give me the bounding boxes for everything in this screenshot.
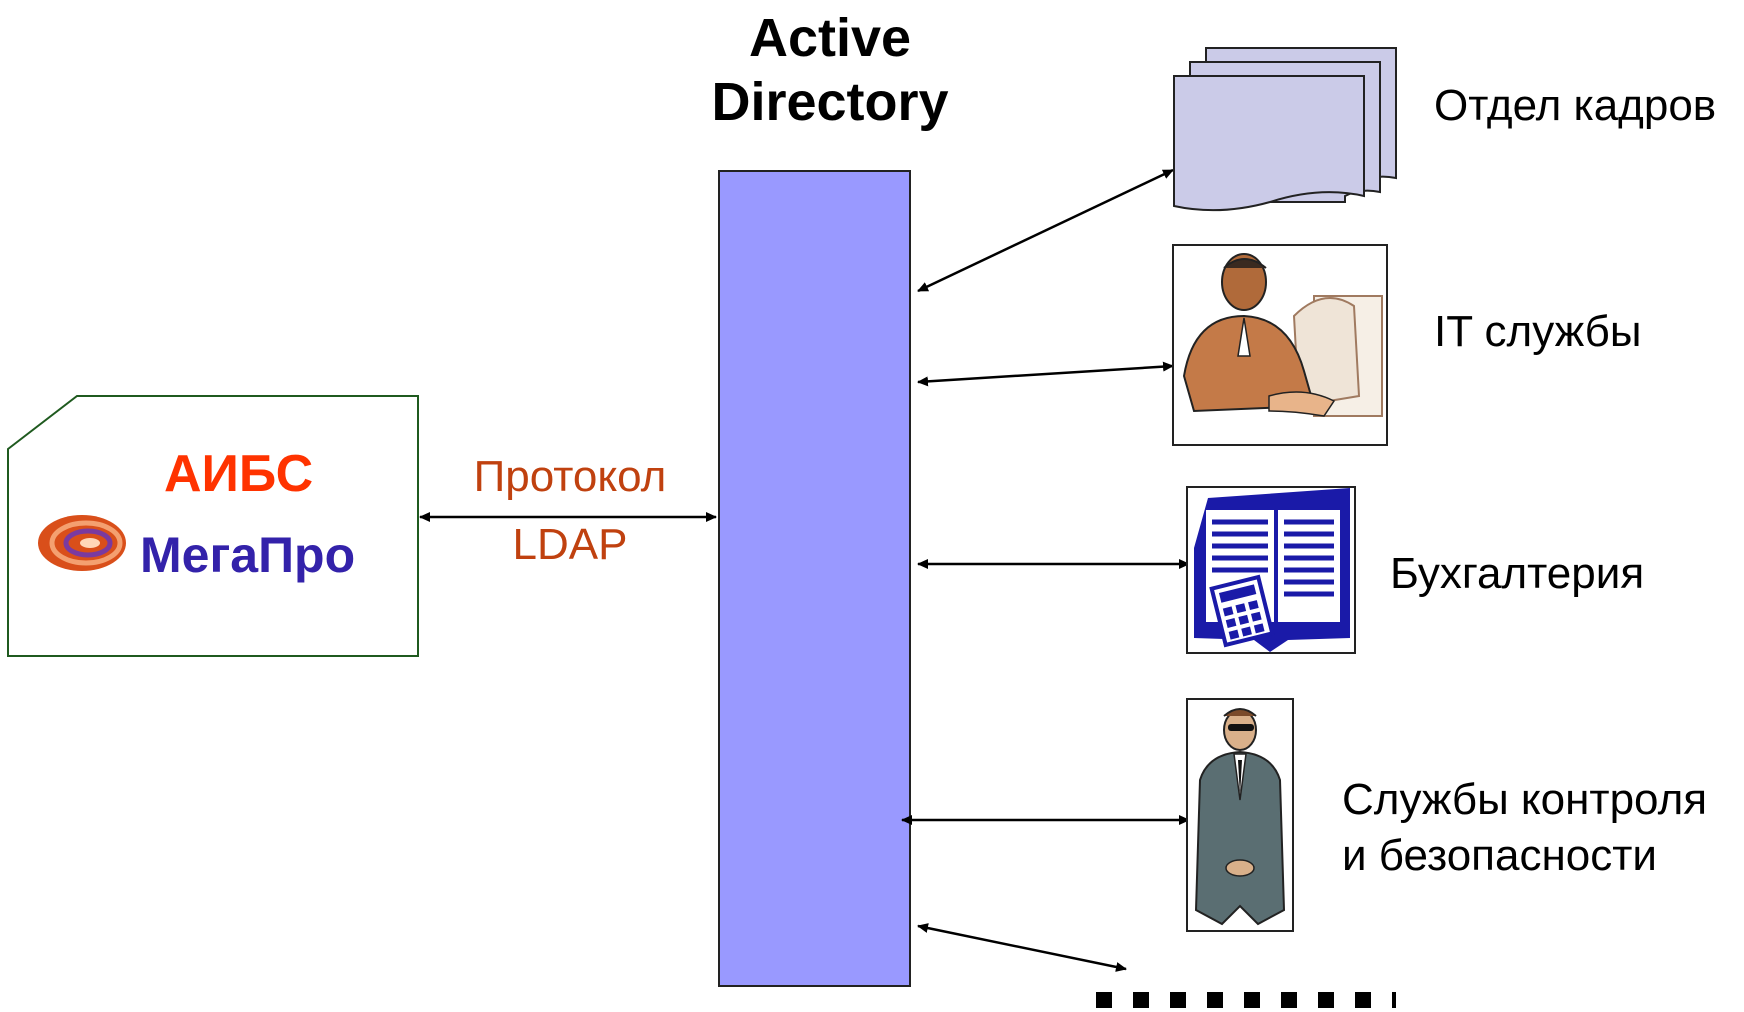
protocol-label: Протокол LDAP (440, 452, 700, 570)
directory-title: Active Directory (660, 6, 1000, 134)
security-card (1186, 698, 1294, 932)
accounting-card (1186, 486, 1356, 654)
security-guard-icon (1194, 708, 1286, 926)
target-label-security-line1: Службы контроля (1342, 775, 1708, 824)
system-card (7, 395, 419, 657)
target-label-it: IT службы (1434, 307, 1642, 356)
ledger-calculator-icon (1194, 488, 1350, 652)
megapro-logo-icon (38, 515, 126, 571)
target-label-security-line2: и безопасности (1342, 831, 1657, 880)
target-label-accounting: Бухгалтерия (1390, 549, 1645, 598)
directory-title-line2: Directory (711, 72, 949, 132)
arrow-more (917, 923, 1127, 972)
protocol-line1: Протокол (473, 452, 667, 501)
directory-title-line1: Active (748, 8, 912, 68)
documents-stack-icon (1173, 47, 1397, 212)
computer-worker-icon (1182, 253, 1383, 417)
continuation-dots (1096, 992, 1396, 1008)
active-directory-block (718, 170, 911, 987)
protocol-line2: LDAP (512, 520, 628, 569)
system-name: АИБС (164, 445, 314, 503)
product-name: МегаПро (140, 527, 356, 583)
arrow-it (917, 361, 1174, 387)
arrow-hr (917, 168, 1174, 293)
target-label-hr: Отдел кадров (1434, 81, 1717, 130)
target-label-security: Службы контроля и безопасности (1342, 772, 1707, 884)
it-worker-card (1172, 244, 1388, 446)
